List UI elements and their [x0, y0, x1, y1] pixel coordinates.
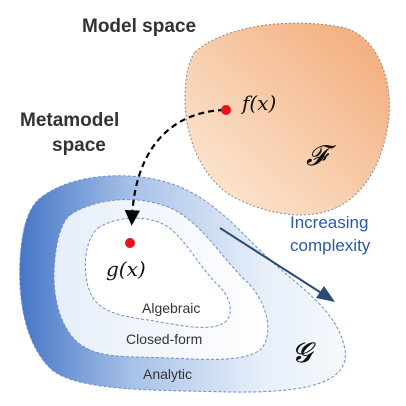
metamodel-function-label: g(x): [106, 257, 146, 281]
metamodel-space-title-line1: Metamodel: [20, 110, 119, 131]
algebraic-region: [84, 217, 231, 328]
analytic-label: Analytic: [143, 366, 192, 382]
complexity-arrowhead: [316, 286, 335, 302]
complexity-arrow: [219, 227, 327, 297]
algebraic-label: Algebraic: [142, 300, 200, 316]
mapping-arrow: [124, 108, 225, 226]
closed-form-label: Closed-form: [126, 331, 202, 347]
model-space-title: Model space: [82, 16, 196, 37]
model-point: [221, 105, 231, 115]
metamodel-point: [125, 238, 135, 248]
metamodel-space-title-line2: space: [52, 135, 106, 156]
model-space-region: [184, 22, 390, 216]
model-function-label: f(x): [240, 91, 276, 115]
complexity-label-line2: complexity: [290, 236, 371, 255]
complexity-label-line1: Increasing: [290, 213, 368, 232]
